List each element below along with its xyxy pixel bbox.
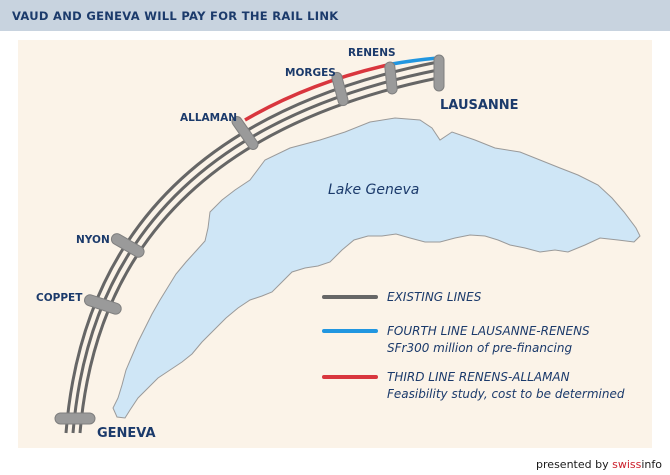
lake-label: Lake Geneva (328, 182, 419, 198)
station-label-lausanne: LAUSANNE (440, 98, 519, 113)
title-bar: VAUD AND GENEVA WILL PAY FOR THE RAIL LI… (0, 0, 670, 31)
footer-brand-info[interactable]: info (641, 458, 662, 471)
legend: EXISTING LINES FOURTH LINE LAUSANNE-RENE… (322, 290, 625, 401)
station-marker-nyon (110, 233, 145, 258)
station-marker-allaman (231, 116, 259, 150)
existing-track-2 (71, 68, 439, 434)
third-line-track (244, 62, 393, 122)
footer-prefix: presented by (536, 458, 613, 471)
existing-lines (64, 60, 439, 434)
station-label-morges: MORGES (285, 67, 336, 79)
station-label-renens: RENENS (348, 47, 396, 59)
legend-existing-label: EXISTING LINES (387, 290, 482, 304)
station-marker-geneva (54, 412, 96, 425)
station-marker-morges (331, 71, 349, 107)
footer-brand-swiss[interactable]: swiss (612, 458, 642, 471)
station-marker-renens (384, 61, 398, 95)
legend-fourth-detail: SFr300 million of pre-financing (387, 341, 572, 355)
station-marker-coppet (84, 294, 122, 315)
station-label-geneva: GENEVA (97, 426, 156, 441)
legend-third-label: THIRD LINE RENENS-ALLAMAN (387, 370, 570, 384)
station-marker-lausanne (433, 54, 445, 92)
station-label-coppet: COPPET (36, 292, 83, 304)
map-title: VAUD AND GENEVA WILL PAY FOR THE RAIL LI… (12, 9, 339, 23)
station-label-allaman: ALLAMAN (180, 112, 237, 124)
station-label-nyon: NYON (76, 234, 110, 246)
lake-geneva (112, 117, 641, 419)
existing-track-1 (64, 60, 439, 434)
legend-fourth-label: FOURTH LINE LAUSANNE-RENENS (387, 324, 590, 338)
existing-track-3 (78, 76, 439, 434)
footer-credit: presented by swissinfo (536, 458, 662, 471)
legend-third-detail: Feasibility study, cost to be determined (387, 387, 625, 401)
